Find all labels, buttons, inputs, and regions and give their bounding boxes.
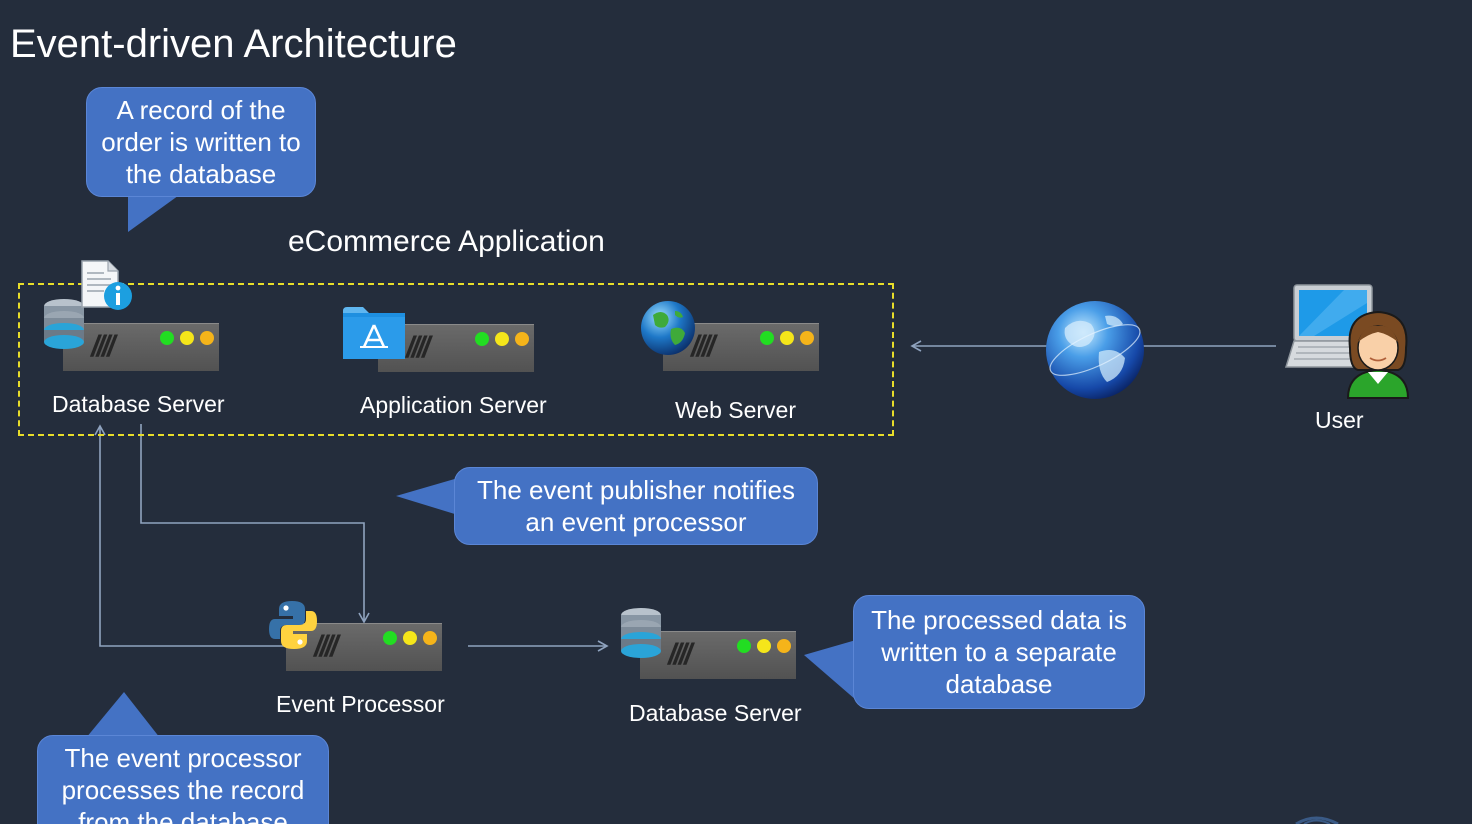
status-led-green: [760, 331, 774, 345]
status-led-yellow: [403, 631, 417, 645]
callout-tail-record: [128, 193, 182, 232]
connector-processor-to-db: [94, 424, 286, 647]
callout-processor-processes: The event processor processes the record…: [37, 735, 329, 824]
status-led-amber: [800, 331, 814, 345]
globe-small-icon: [641, 301, 695, 355]
vent-slots: ////: [691, 330, 715, 363]
callout-record-written: A record of the order is written to the …: [86, 87, 316, 197]
status-led-amber: [423, 631, 437, 645]
status-led-green: [737, 639, 751, 653]
vent-slots: ////: [314, 630, 338, 663]
vent-slots: ////: [91, 330, 115, 363]
status-led-yellow: [495, 332, 509, 346]
database-icon: [44, 299, 84, 349]
document-info-icon: [81, 260, 132, 310]
status-led-amber: [777, 639, 791, 653]
status-led-green: [383, 631, 397, 645]
status-led-green: [160, 331, 174, 345]
database-server-rack: ////: [63, 323, 219, 371]
event-processor-label: Event Processor: [276, 691, 445, 717]
callout-publisher-notifies: The event publisher notifies an event pr…: [454, 467, 818, 545]
callout-processed-written: The processed data is written to a separ…: [853, 595, 1145, 709]
status-led-yellow: [780, 331, 794, 345]
callout-tail-processor: [86, 692, 160, 738]
connector-db-to-processor: [140, 424, 370, 624]
group-title: eCommerce Application: [288, 225, 605, 258]
user-avatar-icon: [1346, 310, 1410, 399]
web-server-label: Web Server: [675, 397, 797, 423]
database-server-label: Database Server: [52, 391, 225, 417]
status-led-green: [475, 332, 489, 346]
vent-slots: ////: [406, 331, 430, 364]
user-label: User: [1315, 407, 1364, 433]
event-processor-rack: ////: [286, 623, 442, 671]
database-icon: [621, 608, 661, 658]
status-led-amber: [515, 332, 529, 346]
status-led-amber: [200, 331, 214, 345]
status-led-yellow: [180, 331, 194, 345]
status-led-yellow: [757, 639, 771, 653]
ecommerce-application-group: [18, 283, 894, 436]
app-store-folder-icon: [343, 307, 405, 359]
database-server-2-rack: ////: [640, 631, 796, 679]
logo-mark-icon: [1295, 816, 1339, 824]
globe-icon: [1046, 301, 1144, 399]
callout-tail-processed: [804, 640, 856, 700]
callout-tail-publisher: [396, 478, 458, 515]
vent-slots: ////: [668, 638, 692, 671]
database-server-2-label: Database Server: [629, 700, 802, 726]
application-server-label: Application Server: [360, 392, 547, 418]
python-icon: [269, 601, 317, 649]
page-title: Event-driven Architecture: [10, 22, 457, 66]
